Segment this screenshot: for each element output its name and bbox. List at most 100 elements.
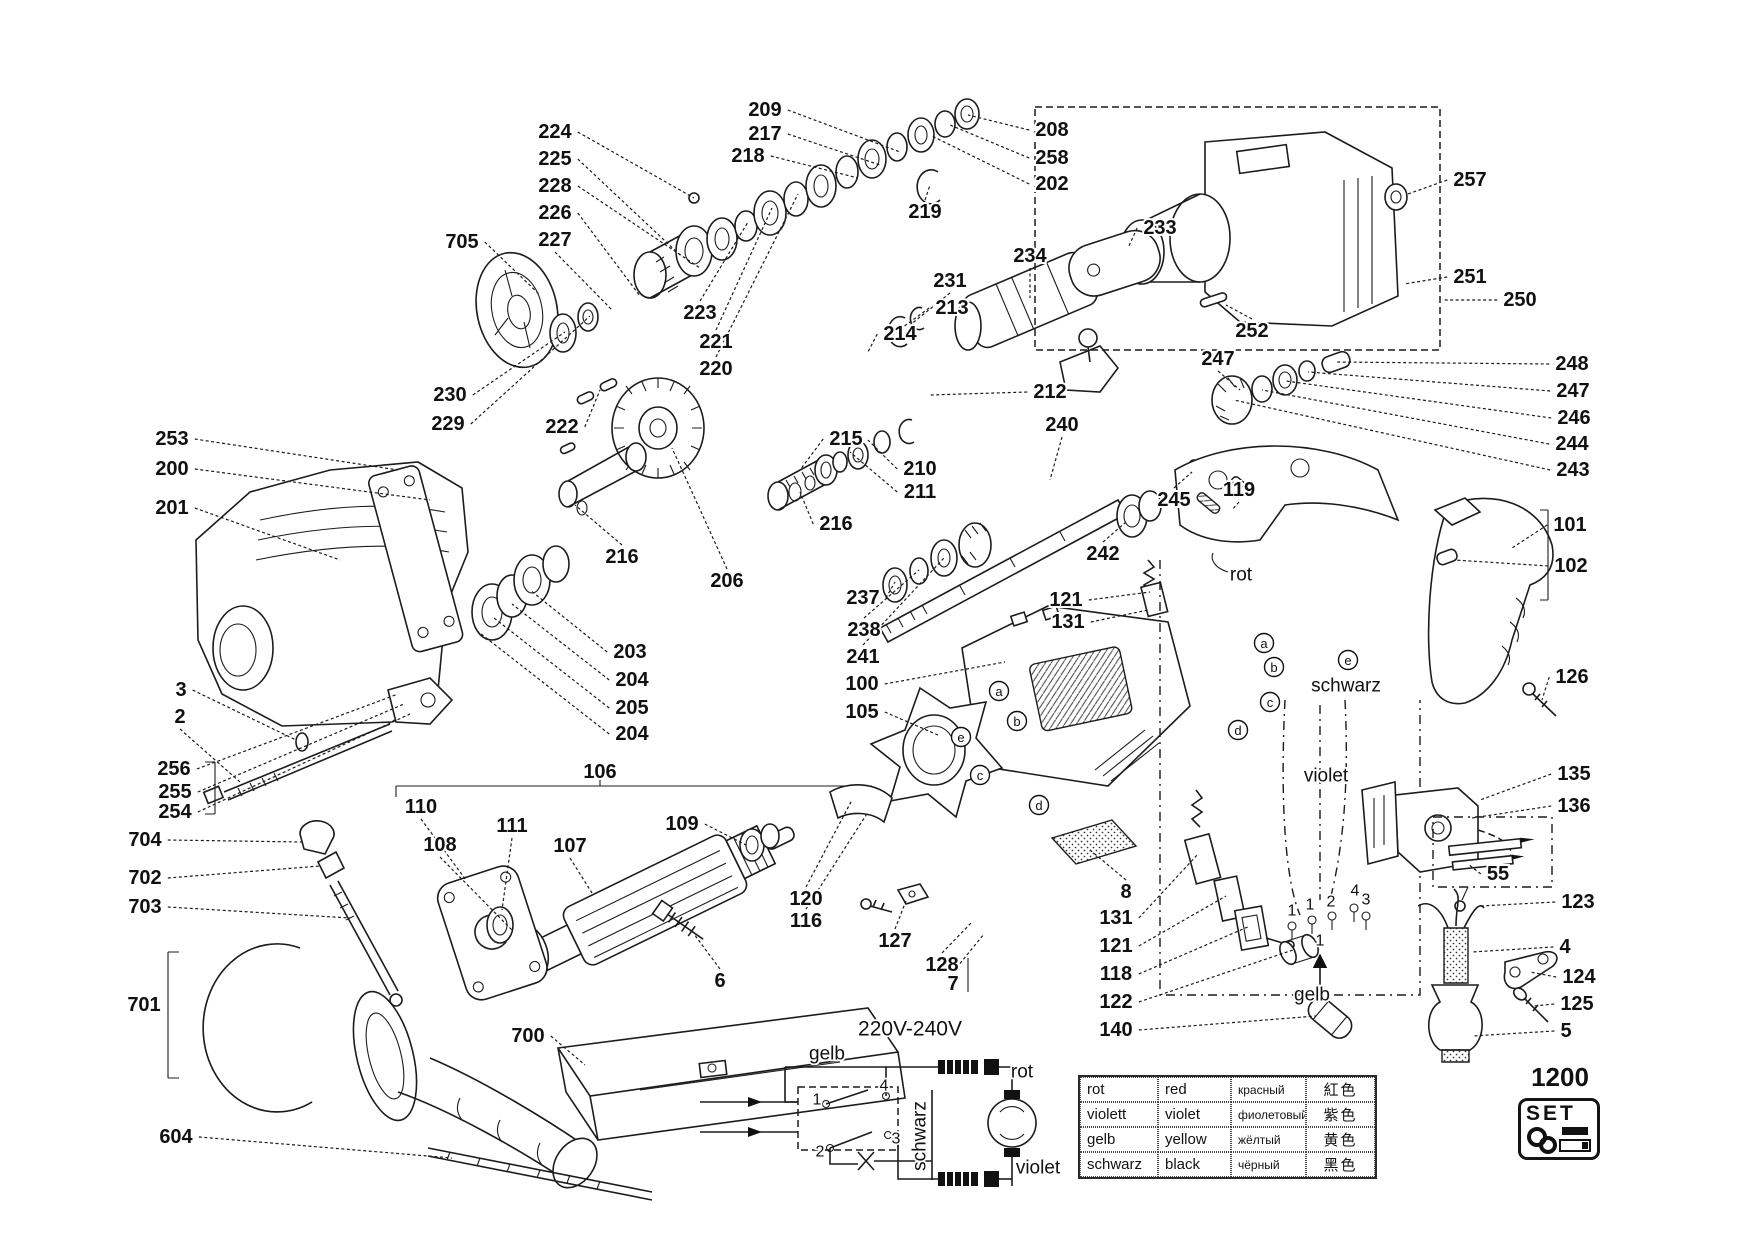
leader-line-203: [530, 590, 607, 652]
leader-line-216: [800, 492, 813, 524]
color-table-cell-2-ru: жёлтый: [1231, 1127, 1306, 1152]
callout-circle-c: [1261, 693, 1280, 712]
front-cap-and-ring-train: [466, 99, 979, 375]
part-label-118: 118: [1100, 963, 1132, 985]
leader-line-246: [1286, 381, 1551, 418]
part-label-218: 218: [731, 145, 764, 167]
leader-line-204: [512, 604, 609, 680]
part-label-250: 250: [1503, 289, 1536, 311]
callout-circle-a: [990, 682, 1009, 701]
rear-handle: [1429, 498, 1556, 716]
part-label-229: 229: [431, 413, 464, 435]
color-table-cell-3-de: schwarz: [1080, 1152, 1158, 1177]
leader-line-101: [1512, 525, 1547, 548]
part-label-214: 214: [883, 323, 917, 345]
gear-sleeve: [634, 226, 712, 298]
part-label-122: 122: [1099, 991, 1132, 1013]
leader-line-200: [195, 469, 430, 500]
part-label-257: 257: [1453, 169, 1486, 191]
part-label-217: 217: [748, 123, 781, 145]
part-label-121: 121: [1049, 589, 1082, 611]
leader-line-238: [864, 570, 919, 618]
part-label-140: 140: [1099, 1019, 1132, 1041]
color-table-cell-2-de: gelb: [1080, 1127, 1158, 1152]
carrying-case: [558, 1008, 905, 1140]
part-label-108: 108: [423, 834, 456, 856]
part-label-136: 136: [1557, 795, 1590, 817]
part-label-220: 220: [699, 358, 732, 380]
terminal-digit-1: 1: [1316, 933, 1325, 950]
part-label-226: 226: [538, 202, 571, 224]
part-label-256: 256: [157, 758, 190, 780]
leader-line-110: [421, 819, 466, 880]
part-label-704: 704: [128, 829, 162, 851]
switch-and-brush-parts: [1185, 782, 1511, 1043]
part-label-200: 200: [155, 458, 188, 480]
part-label-244: 244: [1555, 433, 1589, 455]
callout-letter-c: c: [1267, 695, 1274, 710]
leader-line-243: [1234, 400, 1550, 470]
part-label-126: 126: [1555, 666, 1588, 688]
callout-circle-e: [952, 728, 971, 747]
handle-bracket: [1540, 510, 1548, 600]
leader-line-224: [578, 132, 694, 198]
leader-line-229: [471, 316, 590, 424]
leader-line-126: [1542, 677, 1549, 700]
clutch-cylinder: [888, 249, 1118, 392]
leader-line-4: [1472, 947, 1553, 952]
leader-line-244: [1262, 390, 1549, 444]
leader-line-219: [925, 185, 930, 200]
terminal-digit-4: 4: [880, 1078, 889, 1095]
leader-line-205: [494, 618, 609, 708]
leader-line-245: [1174, 472, 1192, 488]
leader-line-100: [885, 662, 1005, 684]
leader-line-140: [1139, 1016, 1316, 1030]
part-label-127: 127: [878, 930, 911, 952]
part-label-116: 116: [790, 910, 822, 932]
leader-line-121: [1139, 896, 1226, 946]
leader-line-255: [198, 704, 404, 792]
part-label-106: 106: [583, 761, 616, 783]
leader-line-703: [168, 907, 350, 918]
leader-line-251: [1404, 277, 1447, 284]
leader-line-256: [197, 694, 398, 769]
part-label-227: 227: [538, 229, 571, 251]
part-label-216: 216: [605, 546, 638, 568]
part-label-123: 123: [1561, 891, 1594, 913]
part-label-247: 247: [1556, 380, 1589, 402]
leader-line-220: [716, 194, 798, 357]
callout-circle-e: [1339, 651, 1358, 670]
leader-line-119: [1232, 502, 1239, 510]
callout-letter-e: e: [957, 730, 964, 745]
wire-color-label-schwarz: schwarz: [910, 1101, 931, 1171]
leader-line-105: [885, 712, 938, 735]
part-label-128: 128: [925, 954, 958, 976]
part-label-204: 204: [615, 669, 649, 691]
leader-line-3: [193, 690, 296, 740]
aux-handle-assembly: [168, 821, 652, 1200]
part-label-204: 204: [615, 723, 649, 745]
part-label-212: 212: [1033, 381, 1066, 403]
part-label-55: 55: [1487, 863, 1509, 885]
part-label-203: 203: [613, 641, 646, 663]
armature-group: [396, 779, 872, 1004]
part-label-131: 131: [1051, 611, 1084, 633]
leader-line-228: [578, 186, 700, 268]
wiring-schematic: [700, 1059, 1036, 1187]
part-label-219: 219: [908, 201, 941, 223]
part-label-247: 247: [1201, 348, 1234, 370]
part-label-124: 124: [1562, 966, 1596, 988]
gear-cluster: [559, 378, 704, 515]
part-label-224: 224: [538, 121, 572, 143]
part-label-238: 238: [847, 619, 880, 641]
part-label-111: 111: [496, 815, 527, 837]
part-label-700: 700: [511, 1025, 544, 1047]
part-label-255: 255: [158, 781, 191, 803]
leader-line-135: [1480, 774, 1551, 800]
part-label-225: 225: [538, 148, 571, 170]
part-label-5: 5: [1560, 1020, 1571, 1042]
callout-letter-c: c: [977, 768, 984, 783]
callout-circle-b: [1265, 658, 1284, 677]
leader-line-55: [1468, 864, 1481, 874]
